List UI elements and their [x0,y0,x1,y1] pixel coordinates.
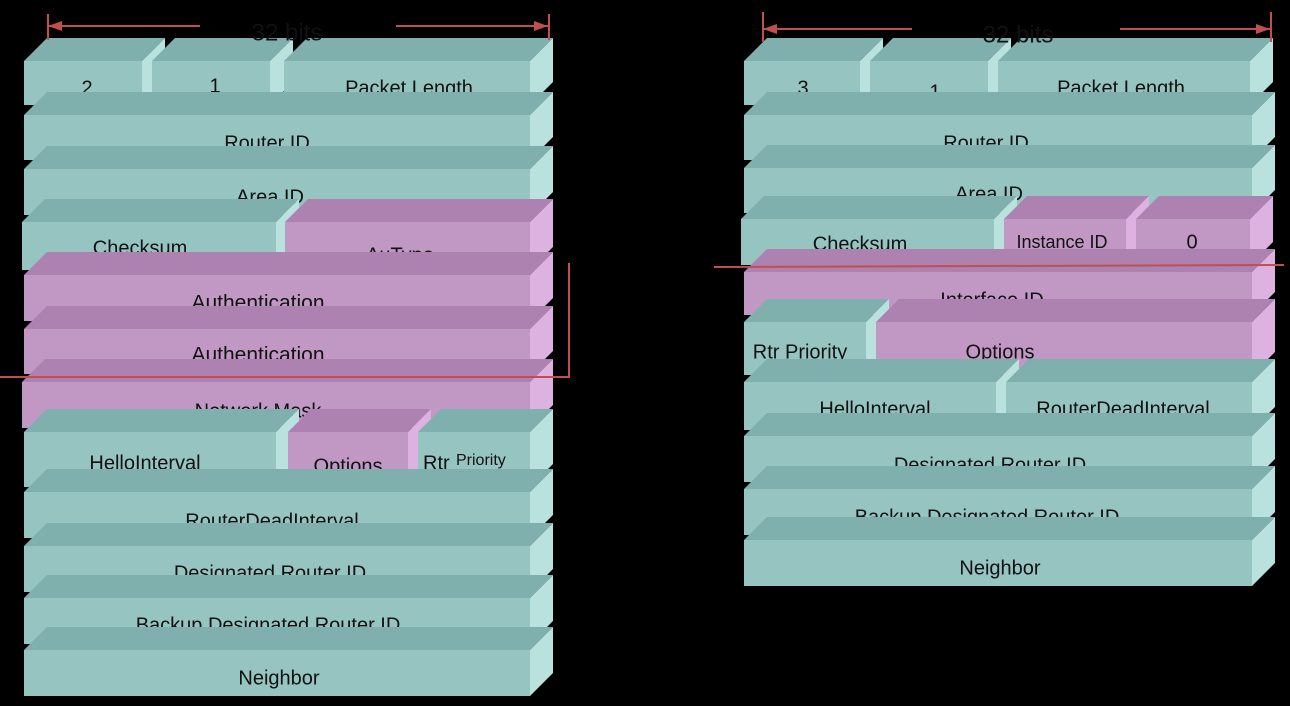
cell-side-face [1250,196,1273,265]
cell-top-face [22,359,553,382]
cut-line-left [0,263,570,378]
cell-top-face [1006,359,1275,382]
cut-line-right [713,264,1285,268]
cell-side-face [1252,92,1275,160]
cell-side-face [530,38,553,105]
version-label: 3 [797,77,808,99]
cell-side-face [530,252,553,321]
cell-side-face [270,38,293,105]
cell-top-face [24,523,553,546]
cell-top-face [741,196,1017,219]
neighbor-cell [744,517,1275,586]
rtr-priority-label: Rtr Priority [753,341,847,363]
cell-side-face [1252,359,1275,430]
width-label: 32 bits [252,19,323,46]
cell-front-face [744,540,1252,586]
type-label: 1 [209,75,220,97]
cell-top-face [870,38,1011,61]
cell-side-face [1252,413,1275,482]
cell-side-face [530,92,553,160]
cell-top-face [744,249,1275,272]
cell-top-face [22,199,299,222]
cell-top-face [744,92,1275,115]
priority-label: Priority [456,452,506,469]
neighbor-label: Neighbor [959,557,1041,579]
cell-top-face [288,409,431,432]
width-label: 32 bits [983,21,1054,48]
cell-top-face [24,409,299,432]
cell-top-face [744,517,1275,540]
cell-side-face [1252,517,1275,586]
options-label: Options [966,341,1035,363]
neighbor-label: Neighbor [238,667,320,689]
arrowhead-icon [763,24,777,34]
cell-top-face [285,199,553,222]
cell-top-face [744,466,1275,489]
cell-top-face [744,145,1275,168]
cell-top-face [24,38,165,61]
cell-side-face [530,146,553,215]
cell-top-face [24,146,553,169]
cell-top-face [284,38,553,61]
cell-top-face [744,299,889,322]
cell-front-face [24,650,530,696]
cell-side-face [530,409,553,487]
version-label: 2 [81,77,92,99]
cell-side-face [1252,299,1275,375]
cell-top-face [24,92,553,115]
cell-top-face [24,575,553,598]
hello-interval-label: HelloInterval [89,452,200,474]
arrowhead-icon [534,21,548,31]
cell-side-face [530,523,553,592]
cell-top-face [876,299,1275,322]
neighbor-cell [24,627,553,696]
cell-top-face [418,409,553,432]
cell-top-face [744,359,1019,382]
cell-side-face [530,627,553,696]
cell-top-face [998,38,1273,61]
cell-top-face [24,627,553,650]
cell-top-face [1004,196,1149,219]
arrowhead-icon [48,21,62,31]
instance-id-label: Instance ID [1016,232,1107,252]
zero-label: 0 [1186,231,1197,253]
arrowhead-icon [1256,24,1270,34]
cell-side-face [530,306,553,374]
annotations: 32 bits 32 bits [0,12,1285,378]
cell-top-face [744,413,1275,436]
cell-side-face [530,575,553,644]
cell-top-face [24,306,553,329]
cell-side-face [1250,38,1273,105]
cell-top-face [1136,196,1273,219]
cell-top-face [24,469,553,492]
cell-top-face [152,38,293,61]
cell-top-face [24,252,553,275]
cell-top-face [744,38,883,61]
cell-side-face [530,469,553,538]
rtr-label: Rtr [423,452,450,474]
